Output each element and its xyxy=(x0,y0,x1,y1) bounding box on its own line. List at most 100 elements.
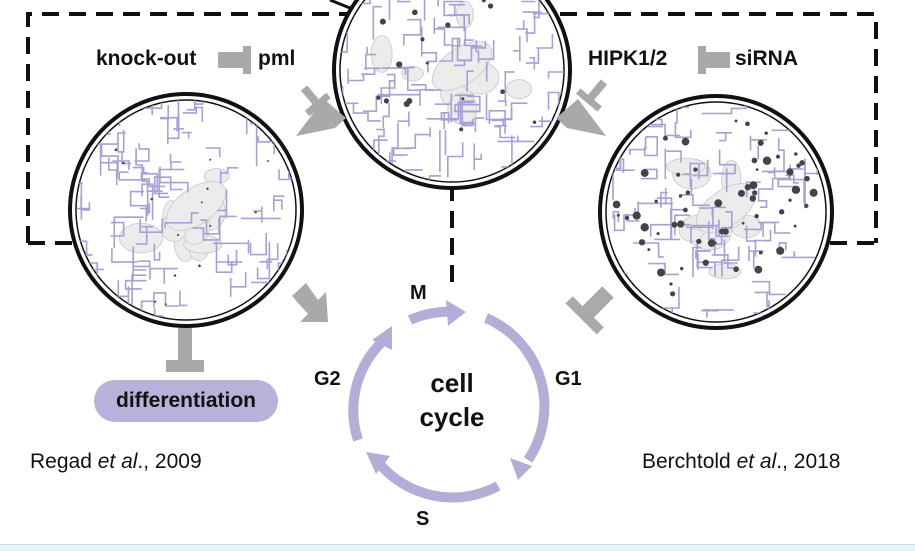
sirna-label: siRNA xyxy=(735,47,799,70)
chromatin-strand xyxy=(37,115,71,127)
chromatin-strand xyxy=(403,18,422,46)
nuclear-body-dot xyxy=(640,223,649,232)
nuclear-body-dot xyxy=(624,215,630,221)
nuclear-body-dot xyxy=(406,98,413,105)
chromatin-strand xyxy=(259,243,279,270)
chromatin-strand xyxy=(463,39,478,53)
chromatin-strand xyxy=(219,167,239,184)
chromatin-strand xyxy=(278,169,295,181)
citation-left-author: Regad xyxy=(30,450,98,473)
chromatin-strand xyxy=(711,254,734,269)
nuclear-body-dot xyxy=(654,199,658,204)
chromatin-strand xyxy=(448,3,470,25)
chromatin-strand xyxy=(392,147,411,156)
nuclear-body-dot xyxy=(420,37,425,42)
chromatin-strand xyxy=(153,243,161,261)
nuclear-body-dot xyxy=(267,160,270,162)
chromatin-strand xyxy=(229,272,247,297)
chromatin-strand xyxy=(781,251,816,259)
nuclear-body-dot xyxy=(487,3,494,9)
nuclear-body-dot xyxy=(680,266,684,271)
chromatin-strand xyxy=(715,132,732,142)
chromatin-strand xyxy=(676,106,689,124)
phase-s-label: S xyxy=(416,508,430,530)
citation-left-etal: et al xyxy=(97,450,138,473)
chromatin-strand xyxy=(682,162,692,187)
nuclear-body-dot xyxy=(681,137,690,146)
nuclear-body-dot xyxy=(612,200,621,209)
nuclear-body-dot xyxy=(685,190,691,195)
chromatin-strand xyxy=(253,206,263,223)
chromatin-strand xyxy=(824,133,826,159)
chromatin-strand xyxy=(169,153,182,169)
nuclear-body-dot xyxy=(754,265,763,274)
sirna-bar xyxy=(704,52,730,68)
nucleolus-blob xyxy=(505,79,533,100)
nuclear-body-dot xyxy=(762,156,772,165)
chromatin-strand xyxy=(429,0,443,7)
chromatin-strand xyxy=(154,176,183,191)
chromatin-strand xyxy=(461,100,475,127)
cell-cycle-line2: cycle xyxy=(419,402,485,432)
nuclear-body-dot xyxy=(176,234,180,237)
chromatin-strand xyxy=(168,114,184,140)
chromatin-strand xyxy=(692,159,709,177)
differentiation-label: differentiation xyxy=(116,389,256,412)
chromatin-strand xyxy=(447,142,464,178)
phase-g2-label: G2 xyxy=(314,368,341,390)
chromatin-strand xyxy=(273,195,285,212)
chromatin-strand xyxy=(139,218,164,233)
chromatin-strand xyxy=(347,68,365,84)
chromatin-strand xyxy=(132,166,158,191)
chromatin-strand xyxy=(488,110,506,134)
chromatin-strand xyxy=(767,167,776,179)
nuclear-body-dot xyxy=(749,195,757,202)
nuclear-body-dot xyxy=(702,259,709,266)
nuclear-body-dot xyxy=(754,213,759,219)
nuclear-body-dot xyxy=(751,157,758,164)
nuclear-body-dot xyxy=(693,167,698,172)
nuclear-body-dot xyxy=(809,188,818,197)
nuclear-body-dot xyxy=(638,239,646,246)
nuclear-body-dot xyxy=(745,121,750,127)
nuclear-body-dot xyxy=(383,98,390,104)
nuclear-body-dot xyxy=(647,248,651,252)
chromatin-strand xyxy=(443,0,464,17)
nuclear-body-dot xyxy=(755,168,759,171)
chromatin-strand xyxy=(403,127,431,149)
chromatin-strand xyxy=(134,143,150,162)
chromatin-strand xyxy=(547,91,560,118)
chromatin-strand xyxy=(102,301,119,320)
nuclear-body-dot xyxy=(719,228,726,235)
chromatin-strand xyxy=(629,136,647,155)
nuclear-body-dot xyxy=(749,181,758,190)
arrow-center-to-right xyxy=(556,99,606,136)
chromatin-strand xyxy=(757,178,774,208)
chromatin-strand xyxy=(186,100,204,111)
chromatin-strand xyxy=(192,215,237,241)
chromatin-strand xyxy=(113,216,144,249)
nuclear-body-dot xyxy=(788,198,792,202)
phase-m-label: M xyxy=(410,282,427,304)
chromatin-strand xyxy=(365,46,377,71)
chromatin-strand xyxy=(533,0,540,19)
nuclear-body-dot xyxy=(776,246,785,255)
chromatin-strand xyxy=(685,226,713,244)
chromatin-strand xyxy=(109,308,126,320)
chromatin-strand xyxy=(76,137,80,154)
dashed-enclosure xyxy=(26,12,878,292)
citation-right-etal: et al xyxy=(736,450,777,473)
nuclear-body-dot xyxy=(209,224,212,227)
chromatin-strand xyxy=(721,246,740,278)
chromatin-strand xyxy=(340,31,348,53)
chromatin-strand xyxy=(382,103,390,129)
chromatin-strand xyxy=(144,308,164,320)
nuclear-body-dot xyxy=(206,187,209,190)
nuclear-body-dot xyxy=(459,127,464,132)
chromatin-strand xyxy=(745,225,757,257)
nucleolus-blob xyxy=(118,222,164,254)
chromatin-strand xyxy=(606,102,618,123)
chromatin-strand xyxy=(391,122,399,164)
knockout-label: knock-out xyxy=(96,47,197,70)
chromatin-strand xyxy=(139,203,151,217)
